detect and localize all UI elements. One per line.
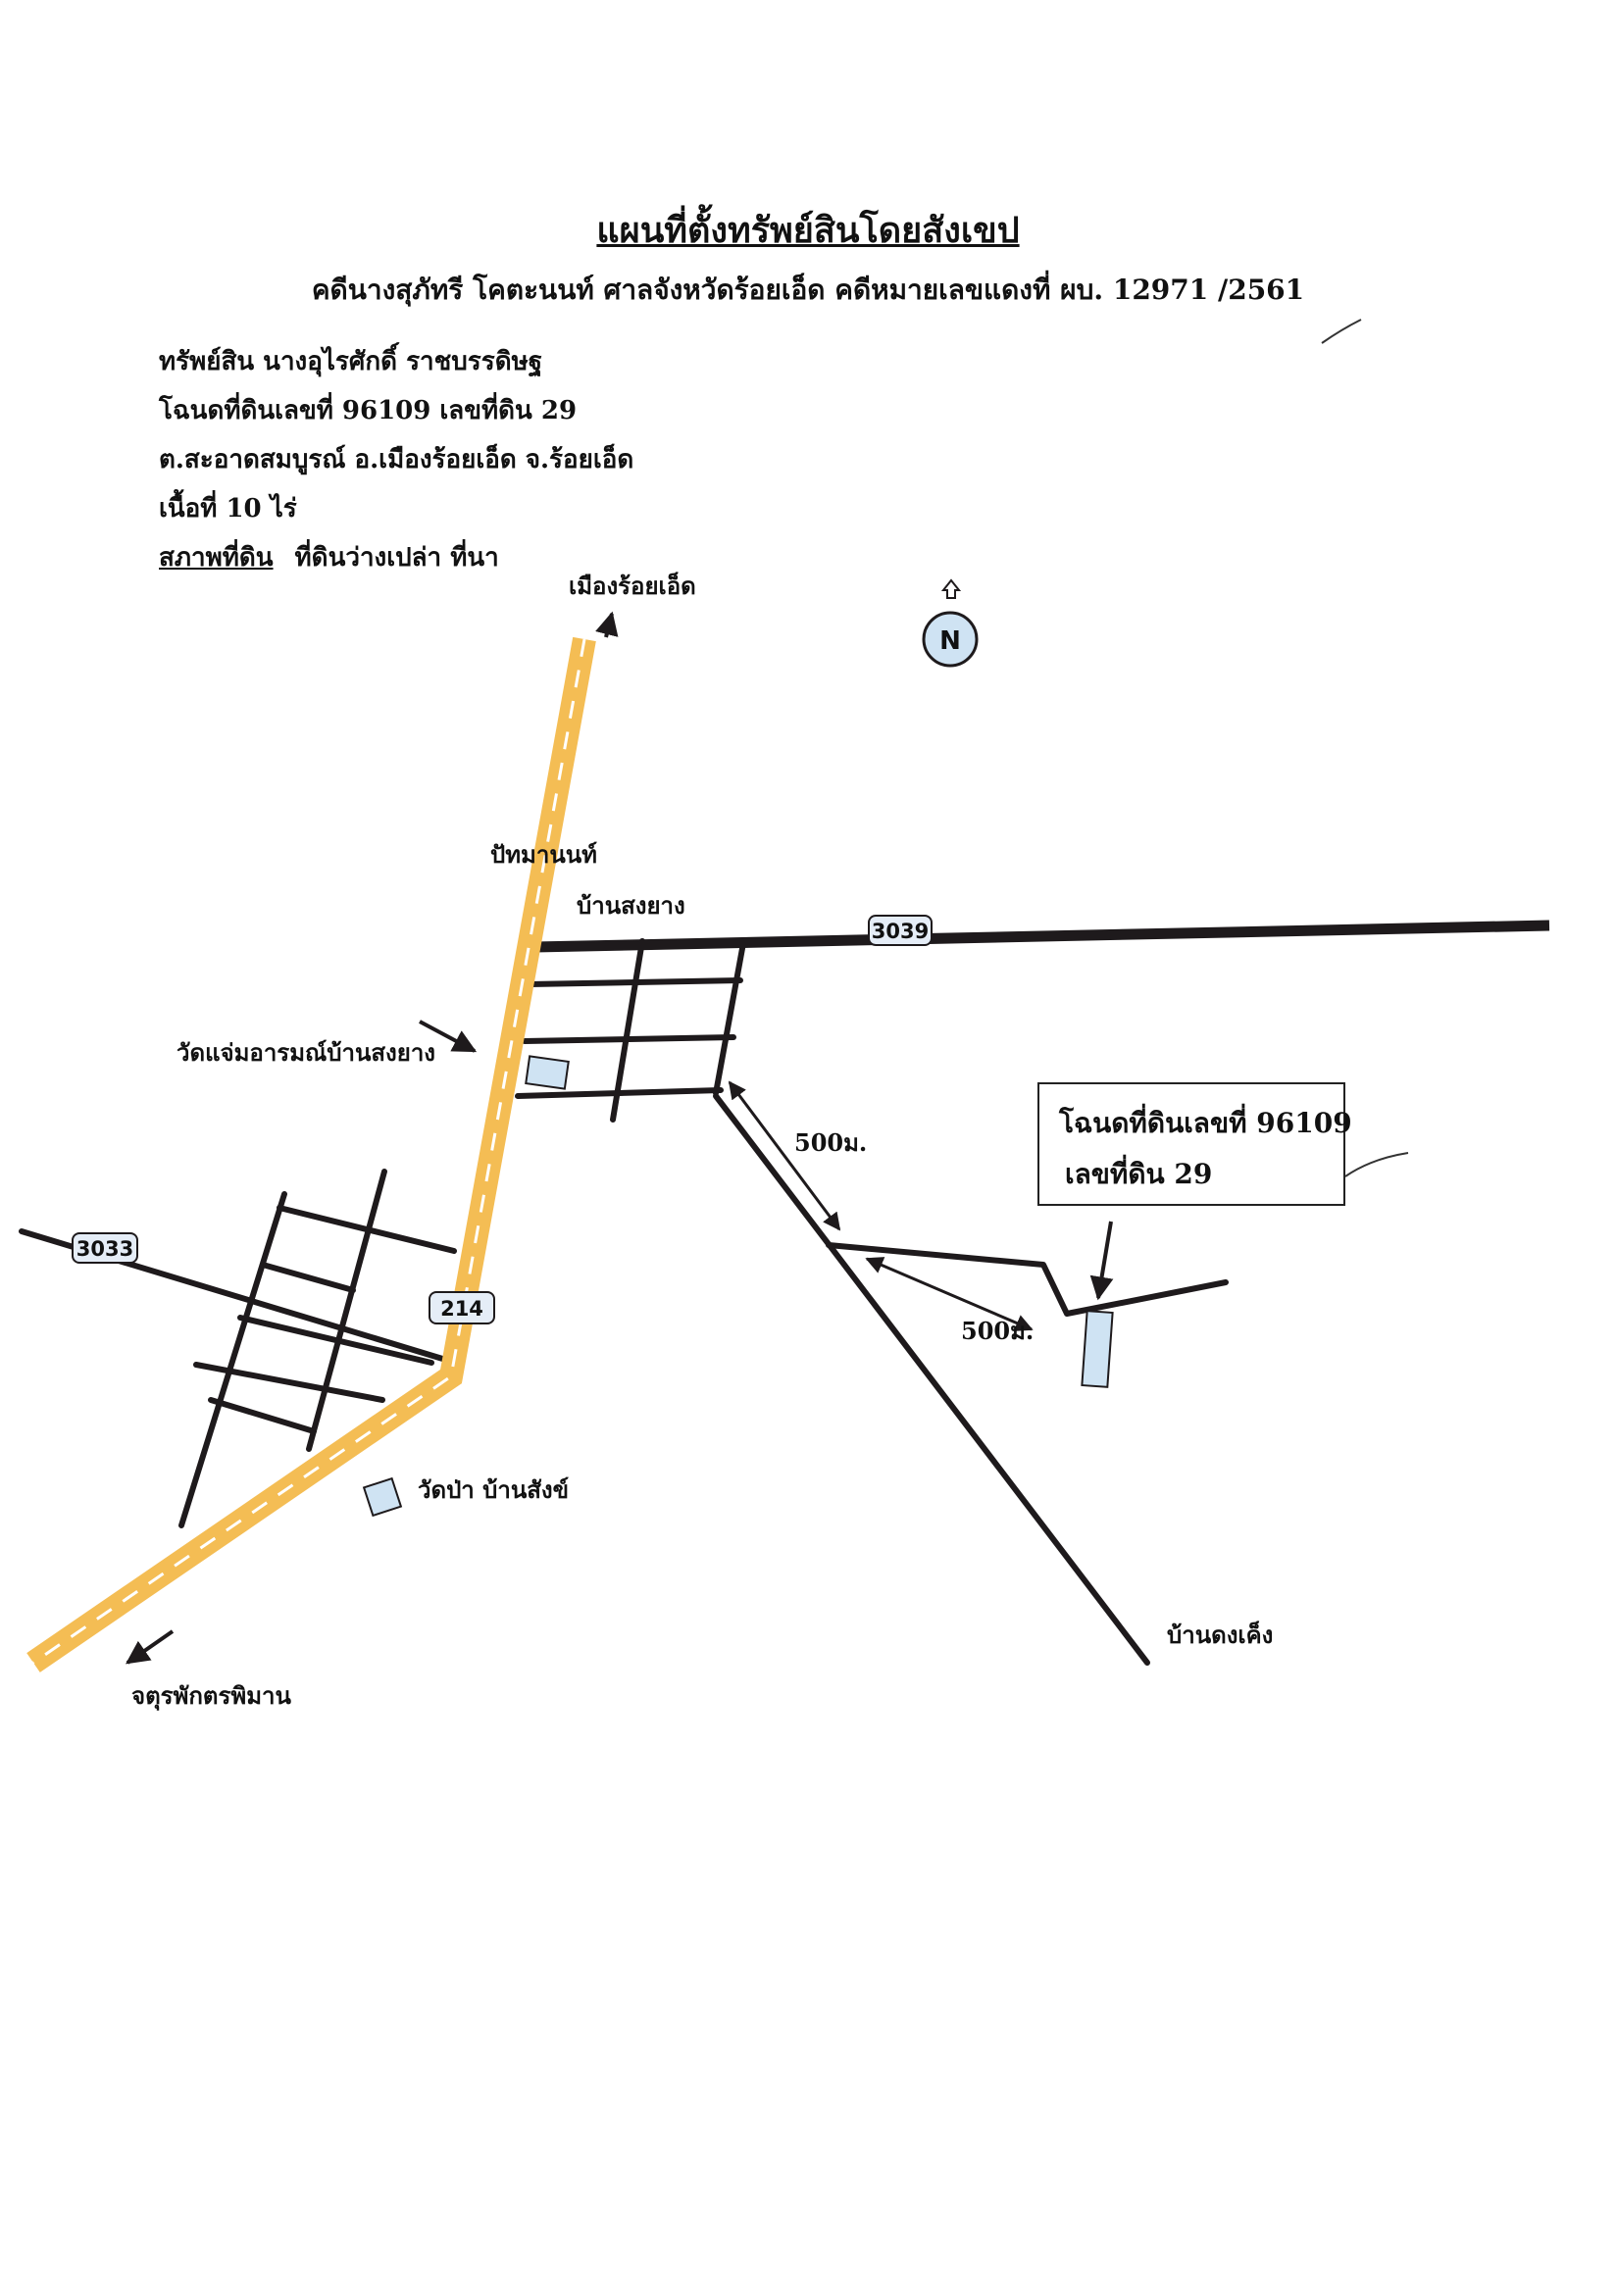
callout-deed: โฉนดที่ดินเลขที่ 96109: [1059, 1107, 1352, 1139]
label-distance-1: 500ม.: [794, 1128, 868, 1157]
property-callout: โฉนดที่ดินเลขที่ 96109 เลขที่ดิน 29: [1037, 1082, 1352, 1206]
page-title: แผนที่ตั้งทรัพย์สินโดยสังเขป: [596, 210, 1020, 251]
road-grid-south: [178, 1169, 457, 1528]
pen-mark-callout: [1344, 1152, 1409, 1177]
route-shield-3039: 3039: [868, 915, 933, 946]
highway-214: [26, 636, 596, 1672]
route-3039-label: 3039: [872, 920, 929, 943]
property-location: ต.สะอาดสมบูรณ์ อ.เมืองร้อยเอ็ด จ.ร้อยเอ็…: [159, 445, 634, 474]
arrow-to-property: [1089, 1221, 1114, 1301]
label-wat-chaem: วัดแจ่มอารมณ์บ้านสงยาง: [177, 1038, 436, 1067]
condition-label: สภาพที่ดิน: [159, 543, 274, 573]
label-pattamanon: ปัทมานนท์: [490, 840, 597, 869]
case-subtitle: คดีนางสุภัทรี โคตะนนท์ ศาลจังหวัดร้อยเอ็…: [311, 274, 1305, 306]
north-circle-icon: [922, 611, 979, 668]
distance-arrows: [728, 1080, 1034, 1331]
condition-value: ที่ดินว่างเปล่า ที่นา: [294, 543, 499, 573]
wat-chaem-building: [525, 1055, 570, 1090]
road-3039: [533, 920, 1550, 953]
road-grid-north: [515, 938, 746, 1123]
road-to-property: [826, 1242, 1229, 1317]
route-shield-214: 214: [429, 1291, 495, 1324]
wat-pa-building: [362, 1476, 403, 1518]
label-wat-pa: วัดป่า บ้านสังข์: [418, 1475, 570, 1504]
property-deed: โฉนดที่ดินเลขที่ 96109 เลขที่ดิน 29: [159, 396, 578, 425]
label-roi-et: เมืองร้อยเอ็ด: [569, 572, 696, 600]
arrow-to-wat-chaem: [419, 1020, 478, 1053]
distance-arrow-1: [728, 1080, 841, 1231]
property-owner: ทรัพย์สิน นางอุไรศักดิ์ ราชบรรดิษฐ: [159, 347, 543, 376]
route-214-label: 214: [440, 1297, 483, 1321]
label-distance-2: 500ม.: [961, 1317, 1035, 1345]
property-area: เนื้อที่ 10 ไร่: [159, 494, 297, 524]
route-shield-3033: 3033: [72, 1232, 138, 1264]
north-label: N: [939, 626, 961, 656]
callout-parcel: เลขที่ดิน 29: [1065, 1158, 1213, 1190]
property-plot: [1081, 1310, 1114, 1388]
label-chaturaphak: จตุรพักตรพิมาน: [131, 1681, 291, 1710]
label-ban-dong-keng: บ้านดงเค็ง: [1167, 1621, 1274, 1649]
arrow-to-chaturaphak: [126, 1629, 175, 1665]
label-ban-song-yang: บ้านสงยาง: [577, 891, 685, 920]
arrow-to-roi-et: [595, 611, 619, 638]
north-indicator: N: [922, 578, 979, 668]
distance-arrow-2: [865, 1257, 1034, 1331]
direction-arrows: [126, 611, 1114, 1665]
pen-mark-top: [1321, 319, 1362, 344]
property-condition: สภาพที่ดิน ที่ดินว่างเปล่า ที่นา: [159, 537, 499, 577]
route-3033-label: 3033: [76, 1237, 133, 1261]
north-arrow-icon: [940, 578, 962, 599]
